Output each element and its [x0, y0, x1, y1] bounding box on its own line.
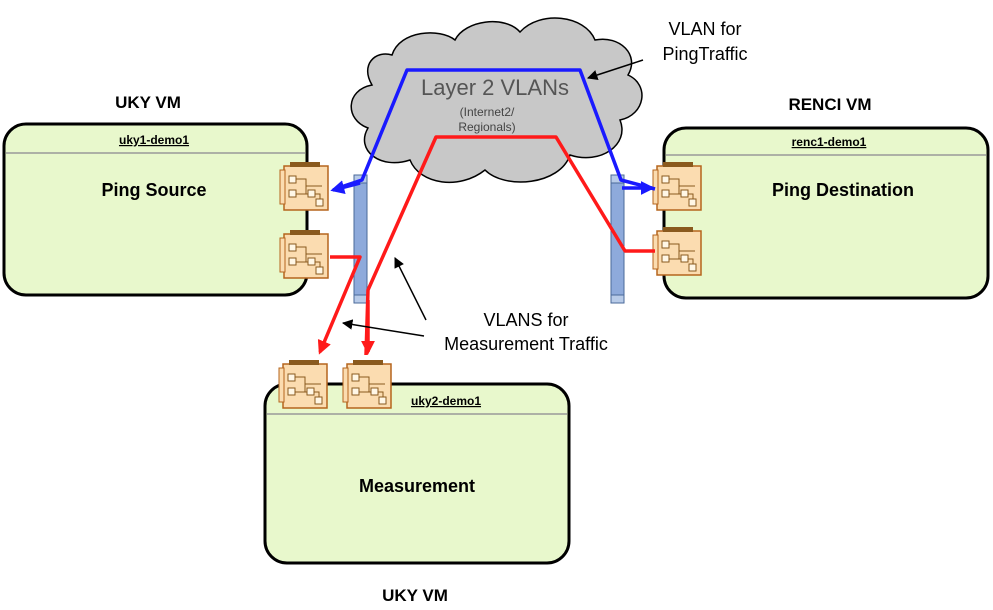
host-label-renci: RENCI VM	[788, 95, 871, 114]
vm-name-uky2: uky2-demo1	[411, 394, 481, 408]
nic-uky2-a	[278, 359, 328, 409]
annotation-ping-vlan-line1: VLAN for	[668, 19, 741, 39]
annotation-measurement-line2: Measurement Traffic	[444, 334, 608, 354]
nic-uky2-b	[342, 359, 392, 409]
nic-renci-ping	[652, 161, 702, 211]
layer2-cloud: Layer 2 VLANs (Internet2/ Regionals)	[350, 17, 643, 184]
measurement-vlan-path-src	[317, 255, 362, 355]
ping-vlan-path	[334, 68, 656, 191]
vm-renci: renc1-demo1 Ping Destination	[662, 126, 990, 300]
cloud-subtitle-line1: (Internet2/	[460, 105, 515, 119]
annotation-measurement-line1: VLANS for	[483, 310, 568, 330]
host-label-uky2: UKY VM	[382, 586, 448, 605]
annotation-measurement-pointer-up	[394, 257, 427, 321]
vm-role-uky1: Ping Source	[101, 180, 206, 200]
cloud-title: Layer 2 VLANs	[421, 75, 569, 100]
vm-role-renci: Ping Destination	[772, 180, 914, 200]
vm-name-renci: renc1-demo1	[792, 135, 867, 149]
switch-left	[353, 174, 368, 304]
nic-uky1-ping	[279, 161, 329, 211]
vm-role-uky2: Measurement	[359, 476, 475, 496]
cloud-subtitle-line2: Regionals)	[458, 120, 515, 134]
ping-arrow-left	[330, 180, 361, 194]
annotation-ping-pointer	[587, 59, 644, 81]
nic-uky1-measure	[279, 229, 329, 279]
annotation-ping-vlan-line2: PingTraffic	[662, 44, 747, 64]
host-label-uky1: UKY VM	[115, 93, 181, 112]
vm-name-uky1: uky1-demo1	[119, 133, 189, 147]
vm-uky2: uky2-demo1 Measurement	[263, 382, 571, 565]
vm-uky1: uky1-demo1 Ping Source	[2, 122, 309, 297]
nic-renci-measure	[652, 226, 702, 276]
annotation-measurement-pointer-left	[341, 319, 425, 337]
